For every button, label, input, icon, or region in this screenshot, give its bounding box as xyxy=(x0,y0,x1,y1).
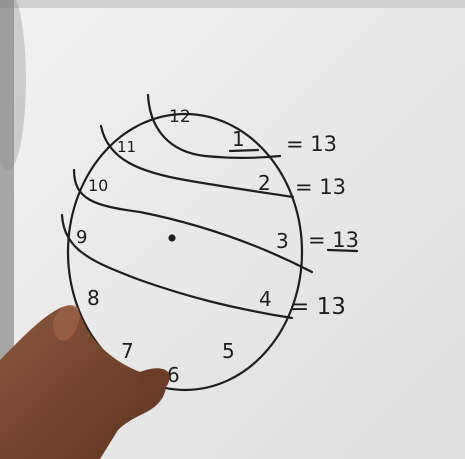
board-top-edge xyxy=(0,0,465,8)
clock-number-3: 3 xyxy=(276,229,289,253)
clock-number-5: 5 xyxy=(222,339,235,363)
row-sum-1: = 13 xyxy=(286,132,337,156)
row-sum-2: = 13 xyxy=(295,175,346,199)
clock-number-7: 7 xyxy=(121,339,134,363)
clock-number-11: 11 xyxy=(117,138,136,156)
row-sum-3: = 13 xyxy=(308,228,359,252)
row-sum-4: = 13 xyxy=(290,294,346,320)
clock-center-dot xyxy=(170,236,175,241)
clock-number-2: 2 xyxy=(258,171,271,195)
clock-number-8: 8 xyxy=(87,286,100,310)
clock-number-12: 12 xyxy=(169,107,191,127)
clock-number-4: 4 xyxy=(259,287,272,311)
clock-number-9: 9 xyxy=(76,227,87,248)
clock-number-10: 10 xyxy=(88,176,108,195)
clock-number-1: 1 xyxy=(232,127,245,151)
